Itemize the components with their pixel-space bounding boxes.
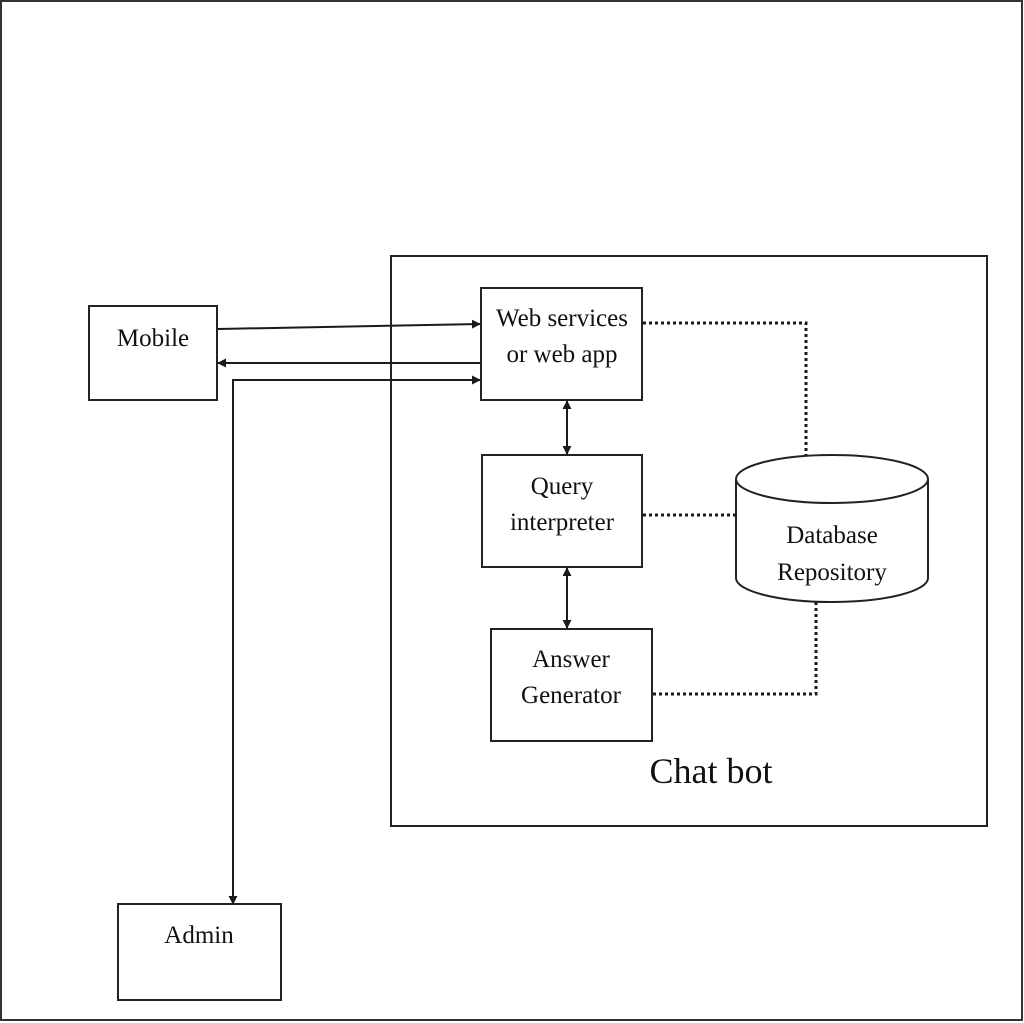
query-interpreter-node: Query interpreter xyxy=(481,454,643,568)
dotted-answer-generator-database xyxy=(653,602,818,696)
database-label-line1: Database xyxy=(786,522,878,549)
answer-generator-label-line2: Generator xyxy=(521,682,622,709)
admin-node: Admin xyxy=(117,903,282,1001)
arrow-admin-web-services xyxy=(228,375,481,905)
web-services-node: Web services or web app xyxy=(480,287,643,401)
mobile-node: Mobile xyxy=(88,305,218,401)
database-label-line2: Repository xyxy=(777,559,887,586)
web-services-label-line2: or web app xyxy=(506,341,617,368)
chat-bot-label: Chat bot xyxy=(650,751,773,791)
arrow-mobile-to-web-services xyxy=(217,319,481,330)
database-repository-cylinder: Database Repository xyxy=(735,454,929,603)
query-interpreter-label-line1: Query xyxy=(531,473,594,500)
web-services-label-line1: Web services xyxy=(496,305,628,332)
query-interpreter-label-line2: interpreter xyxy=(510,509,615,536)
answer-generator-node: Answer Generator xyxy=(490,628,653,742)
mobile-label: Mobile xyxy=(117,325,189,352)
dotted-web-services-database xyxy=(643,321,808,455)
answer-generator-label-line1: Answer xyxy=(532,646,610,673)
admin-label: Admin xyxy=(164,922,234,949)
